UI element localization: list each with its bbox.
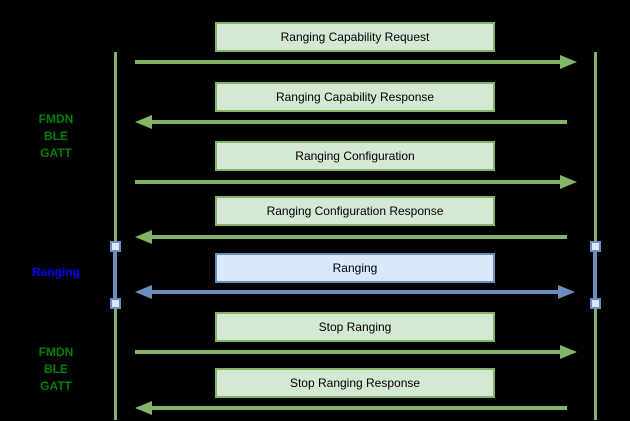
arrowhead-left-icon (135, 285, 152, 299)
lifeline-right (594, 52, 597, 420)
arrow-shaft (148, 235, 567, 239)
phase-label-line: BLE (44, 129, 68, 143)
arrow-left-ranging-configuration-response (135, 230, 577, 244)
phase-label-line: FMDN (38, 345, 74, 359)
message-box-ranging-capability-request: Ranging Capability Request (215, 22, 495, 52)
phase-label-line: GATT (40, 146, 72, 160)
arrow-shaft (135, 180, 564, 184)
arrowhead-left-icon (135, 230, 152, 244)
arrow-shaft (135, 60, 564, 64)
phase-label-line: GATT (40, 379, 72, 393)
message-box-ranging-capability-response: Ranging Capability Response (215, 82, 495, 112)
phase-label-fmdn-ble-gatt-top: FMDN BLE GATT (16, 111, 96, 162)
arrow-right-stop-ranging (135, 345, 577, 359)
arrow-left-ranging-capability-response (135, 115, 577, 129)
arrow-shaft (148, 290, 562, 294)
arrow-right-ranging-configuration (135, 175, 577, 189)
ranging-end-handle-right (590, 298, 601, 309)
message-box-ranging-configuration-response: Ranging Configuration Response (215, 196, 495, 226)
ranging-start-handle-left (110, 241, 121, 252)
message-box-stop-ranging: Stop Ranging (215, 312, 495, 342)
message-box-ranging-configuration: Ranging Configuration (215, 141, 495, 171)
lifeline-right-ranging-segment (593, 246, 597, 304)
lifeline-left-ranging-segment (113, 246, 117, 304)
arrowhead-right-icon (558, 285, 575, 299)
phase-label-ranging: Ranging (16, 264, 96, 281)
phase-label-fmdn-ble-gatt-bottom: FMDN BLE GATT (16, 344, 96, 395)
message-box-stop-ranging-response: Stop Ranging Response (215, 368, 495, 398)
arrowhead-right-icon (560, 175, 577, 189)
arrow-right-ranging-capability-request (135, 55, 577, 69)
lifeline-left (114, 52, 117, 420)
message-box-ranging: Ranging (215, 253, 495, 283)
arrow-shaft (148, 406, 567, 410)
arrow-shaft (135, 350, 564, 354)
phase-label-line: BLE (44, 362, 68, 376)
ranging-start-handle-right (590, 241, 601, 252)
arrow-left-stop-ranging-response (135, 401, 577, 415)
phase-label-line: Ranging (32, 265, 80, 279)
ranging-end-handle-left (110, 298, 121, 309)
arrowhead-right-icon (560, 345, 577, 359)
arrow-bidirectional-ranging (135, 285, 575, 299)
arrowhead-left-icon (135, 115, 152, 129)
phase-label-line: FMDN (38, 112, 74, 126)
arrowhead-left-icon (135, 401, 152, 415)
arrowhead-right-icon (560, 55, 577, 69)
arrow-shaft (148, 120, 567, 124)
